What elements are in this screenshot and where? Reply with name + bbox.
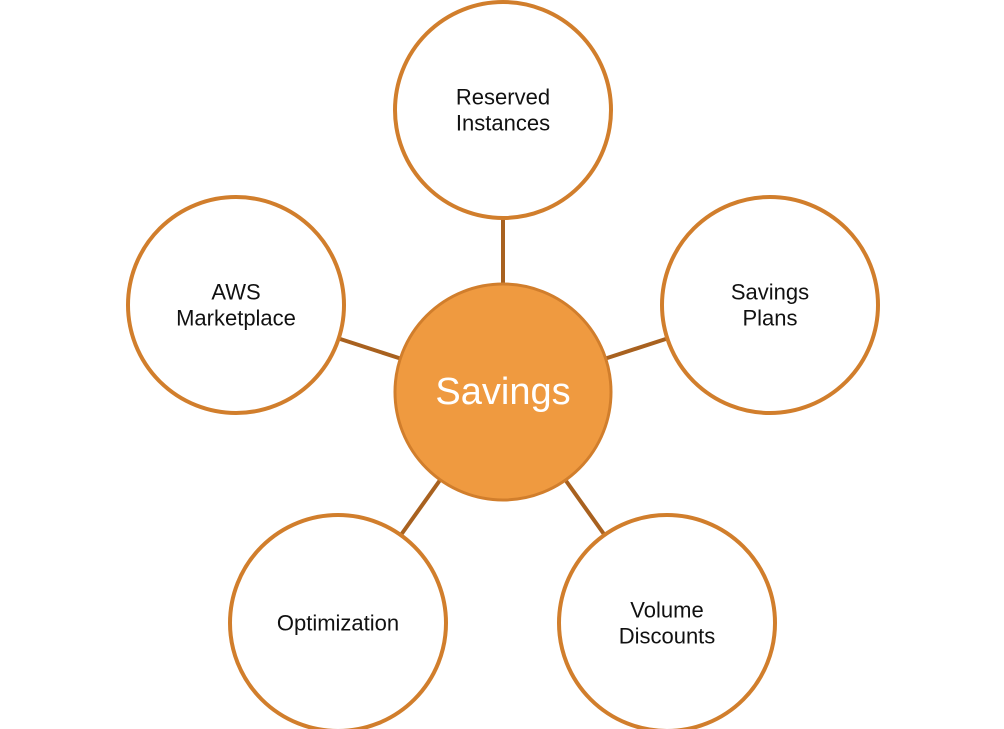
node-circle-aws-marketplace [126,195,346,415]
node-circle-savings-plans [660,195,880,415]
node-label-volume-discounts-line-1: Discounts [619,624,716,649]
connector-savings-plans [605,336,668,361]
node-label-optimization-line-0: Optimization [277,611,399,636]
node-circle-optimization [228,513,448,729]
node-label-volume-discounts-line-0: Volume [630,598,703,623]
connector-volume-discounts [563,478,607,537]
node-label-savings-plans-line-0: Savings [731,280,809,305]
hub-circle [393,282,613,502]
hub-label: Savings [435,371,570,413]
node-label-savings-plans-line-1: Plans [742,306,797,331]
connector-aws-marketplace [338,336,401,361]
node-label-aws-marketplace-line-1: Marketplace [176,306,296,331]
node-label-reserved-instances-line-1: Instances [456,111,550,136]
nodes: ReservedInstancesSavingsPlansVolumeDisco… [126,0,880,729]
connectors [338,218,668,537]
connector-optimization [399,478,442,537]
node-circle-volume-discounts [557,513,777,729]
hub: Savings [393,282,613,502]
node-circle-reserved-instances [393,0,613,220]
node-optimization: Optimization [228,513,448,729]
node-label-aws-marketplace-line-0: AWS [211,280,260,305]
node-label-reserved-instances-line-0: Reserved [456,85,550,110]
